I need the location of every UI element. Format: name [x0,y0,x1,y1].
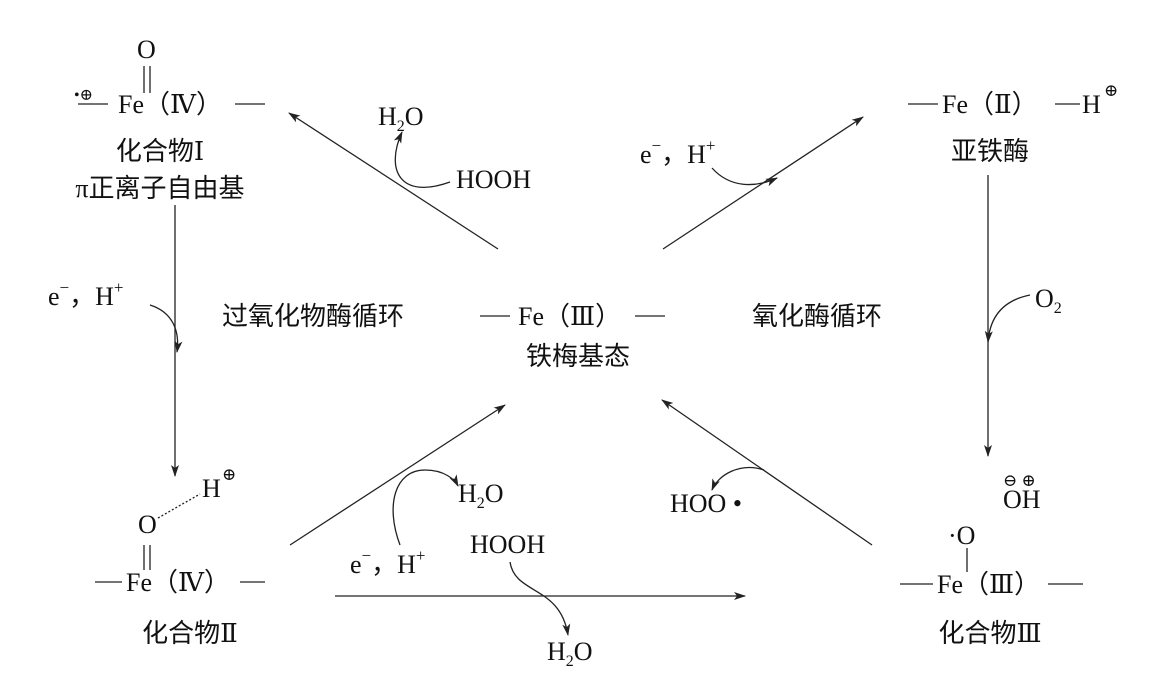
compound2-proton-charge: ⊕ [222,465,236,484]
compound2-core: Fe（Ⅳ） [126,568,230,597]
water-label: H2O [378,102,424,135]
compound1-core: Fe（Ⅳ） [118,90,222,119]
arrow-compound2-to-resting [289,404,506,546]
hydrogen-peroxide-label-bottom: HOOH [470,530,545,559]
hydroperoxyl-label: HOO • [670,489,742,518]
compound2-oxygen: O [138,510,157,539]
ferrous-enzyme: Fe（Ⅱ） H ⊕ 亚铁酶 [908,81,1118,166]
hydrogen-bond [157,493,201,519]
arrow-compound3-to-resting [661,399,873,546]
ferrous-name: 亚铁酶 [951,137,1029,166]
arrow-resting-to-compound1 [288,112,499,250]
oxygen-label: O2 [1035,284,1062,317]
compound1-name: 化合物Ⅰ [116,137,204,166]
compound-3: ⊖ ⊕ OH ·O Fe（Ⅲ） 化合物Ⅲ [900,471,1083,648]
water-label-bottom: H2O [458,479,504,512]
radical-cation: •⊕ [74,87,93,104]
electron-proton-label-bottom: e−，H+ [350,546,426,579]
curved-arrow-oxygen-input [984,294,1031,343]
compound-1: O •⊕ Fe（Ⅳ） 化合物Ⅰ π正离子自由基 [74,35,265,203]
curved-arrow-electron-input [711,167,778,187]
resting-name: 铁梅基态 [526,342,630,371]
curved-arrow-water-release [392,469,459,546]
compound2-proton: H [202,474,221,503]
compound1-desc: π正离子自由基 [75,174,244,203]
ferrous-proton: H [1082,90,1101,119]
oxidase-cycle-label: 氧化酶循环 [752,302,882,331]
compound-2: H ⊕ O Fe（Ⅳ） 化合物Ⅱ [95,465,265,648]
curved-arrow-electron-input-left [149,304,183,353]
compound3-name: 化合物Ⅲ [938,619,1041,648]
ferrous-proton-charge: ⊕ [1104,81,1118,100]
compound3-oxygen: ·O [948,521,975,550]
compound2-name: 化合物Ⅱ [142,619,238,648]
resting-core: Fe（Ⅲ） [518,302,621,331]
curved-arrow-hydroperoxyl-release [711,466,765,491]
electron-proton-label-top: e−，H+ [640,136,716,169]
compound1-oxygen: O [137,35,156,64]
curved-arrow-hooh-to-water-bottom [509,561,571,636]
water-label-bottom-2: H2O [547,637,593,670]
hydroxide-charges: ⊖ ⊕ [1003,471,1036,490]
compound3-core: Fe（Ⅲ） [937,570,1040,599]
electron-proton-label-left: e−，H+ [48,278,124,311]
ferrous-core: Fe（Ⅱ） [942,90,1038,119]
curved-arrow-hooh-to-water [393,131,451,188]
hydrogen-peroxide-label: HOOH [456,165,531,194]
hydroxide: OH [1003,485,1041,514]
peroxidase-cycle-label: 过氧化物酶循环 [222,302,404,331]
resting-state: Fe（Ⅲ） 铁梅基态 [480,302,665,371]
